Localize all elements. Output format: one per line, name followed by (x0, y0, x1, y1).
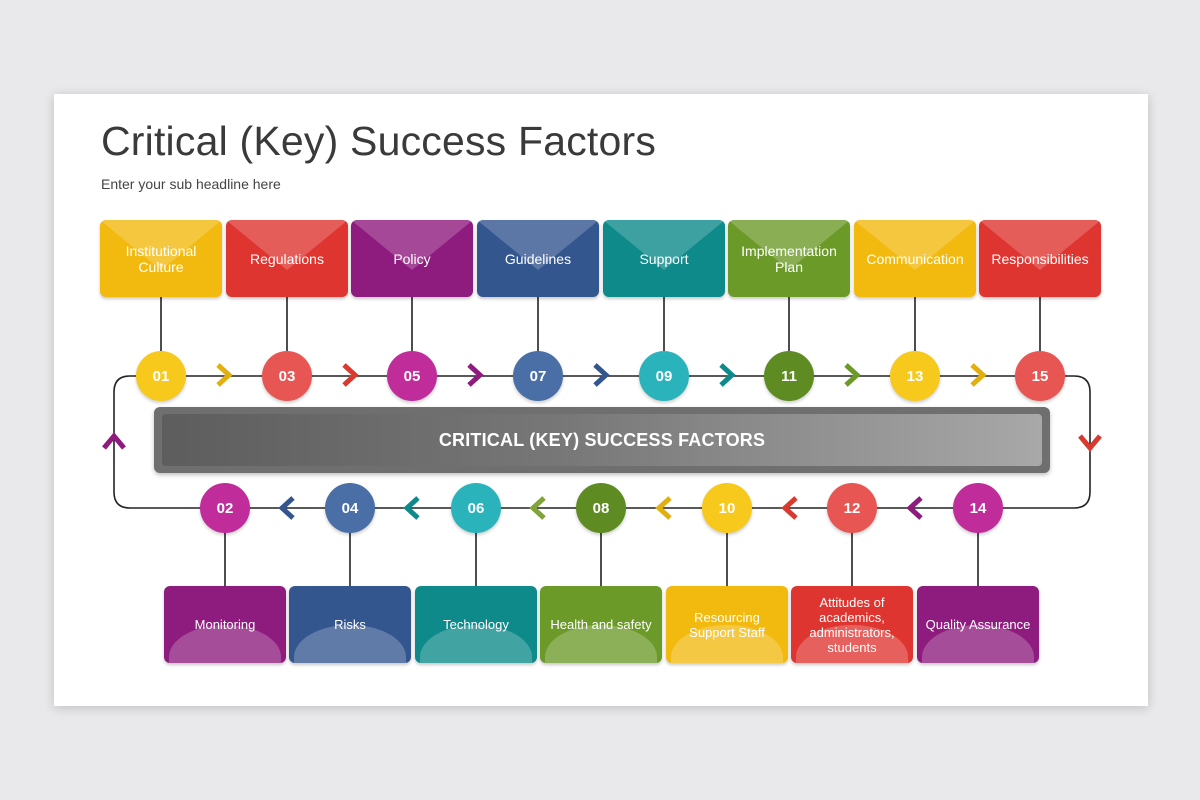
chevron-right-icon (970, 363, 987, 387)
factor-label: Support (639, 250, 689, 267)
factor-label: Regulations (250, 250, 324, 267)
factor-box-12: Attitudes of academics, administrators, … (791, 586, 913, 663)
factor-box-07: Guidelines (477, 220, 599, 297)
chevron-right-icon (216, 363, 233, 387)
factor-box-03: Regulations (226, 220, 348, 297)
number-circle-10: 10 (702, 483, 752, 533)
factor-label: Monitoring (194, 617, 256, 632)
factor-label: Resourcing Support Staff (689, 609, 765, 640)
factor-label: Technology (443, 617, 509, 632)
chevron-right-icon (593, 363, 610, 387)
factor-box-01: Institutional Culture (100, 220, 222, 297)
chevron-left-icon (781, 496, 798, 520)
chevron-right-icon (844, 363, 861, 387)
factor-label: Policy (393, 250, 431, 267)
factor-box-05: Policy (351, 220, 473, 297)
factor-label: Communication (866, 250, 964, 267)
page-title: Critical (Key) Success Factors (101, 118, 657, 164)
number-circle-08: 08 (576, 483, 626, 533)
chevron-right-icon (342, 363, 359, 387)
number-circle-14: 14 (953, 483, 1003, 533)
factor-box-08: Health and safety (540, 586, 662, 663)
number-circle-15: 15 (1015, 351, 1065, 401)
factor-box-06: Technology (415, 586, 537, 663)
factor-label: Attitudes of academics, administrators, … (809, 594, 895, 655)
factor-label: Risks (334, 617, 366, 632)
factor-box-13: Communication (854, 220, 976, 297)
number-circle-11: 11 (764, 351, 814, 401)
factor-box-04: Risks (289, 586, 411, 663)
factor-box-11: Implementation Plan (728, 220, 850, 297)
number-circle-02: 02 (200, 483, 250, 533)
number-circle-09: 09 (639, 351, 689, 401)
chevron-left-icon (529, 496, 546, 520)
number-circle-13: 13 (890, 351, 940, 401)
number-circle-04: 04 (325, 483, 375, 533)
center-banner: CRITICAL (KEY) SUCCESS FACTORS (154, 407, 1050, 473)
factor-box-02: Monitoring (164, 586, 286, 663)
factor-box-09: Support (603, 220, 725, 297)
chevron-left-icon (655, 496, 672, 520)
chevron-right-icon (467, 363, 484, 387)
stem-lines (160, 297, 1041, 586)
center-banner-label: CRITICAL (KEY) SUCCESS FACTORS (162, 414, 1042, 466)
loop-arrow-left-up (102, 432, 126, 450)
factor-label: Guidelines (504, 250, 572, 267)
number-circle-06: 06 (451, 483, 501, 533)
factor-label: Responsibilities (991, 250, 1089, 267)
chevron-left-icon (403, 496, 420, 520)
number-circle-05: 05 (387, 351, 437, 401)
loop-arrow-right-down (1078, 434, 1102, 452)
factor-label: Implementation Plan (741, 242, 837, 275)
chevron-right-icon (719, 363, 736, 387)
chevron-left-icon (278, 496, 295, 520)
factor-box-15: Responsibilities (979, 220, 1101, 297)
factor-box-10: Resourcing Support Staff (666, 586, 788, 663)
page-subtitle: Enter your sub headline here (101, 176, 281, 192)
number-circle-03: 03 (262, 351, 312, 401)
chevron-left-icon (906, 496, 923, 520)
factor-box-14: Quality Assurance (917, 586, 1039, 663)
number-circle-07: 07 (513, 351, 563, 401)
number-circle-12: 12 (827, 483, 877, 533)
factor-label: Health and safety (550, 617, 652, 632)
number-circle-01: 01 (136, 351, 186, 401)
factor-label: Institutional Culture (125, 242, 197, 275)
factor-label: Quality Assurance (925, 617, 1031, 632)
